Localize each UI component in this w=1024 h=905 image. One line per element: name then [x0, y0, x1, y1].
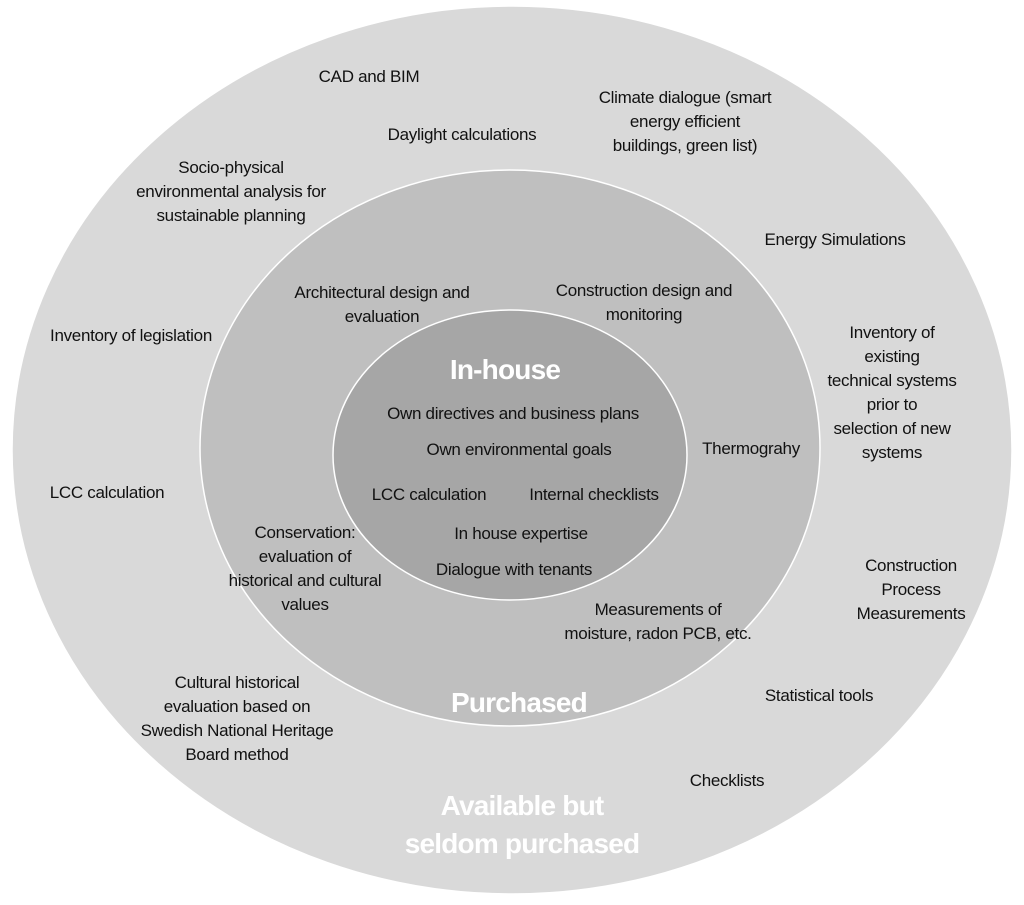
middle-item-thermography: Thermograhy: [702, 439, 800, 458]
inner-item-internal-checklists: Internal checklists: [529, 485, 659, 504]
outer-ring-heading: Available but seldom purchased: [404, 790, 640, 859]
inner-ring: [332, 309, 688, 601]
inner-item-own-environmental-goals: Own environmental goals: [426, 440, 612, 459]
outer-item-cad-bim: CAD and BIM: [318, 67, 420, 86]
outer-item-inventory-existing-systems: Inventory of existing technical systems …: [827, 323, 957, 462]
outer-item-checklists: Checklists: [689, 771, 765, 790]
middle-item-architectural-design: Architectural design and evaluation: [294, 283, 470, 326]
middle-ring-heading: Purchased: [451, 687, 588, 718]
outer-item-climate-dialogue: Climate dialogue (smart energy efficient…: [598, 88, 772, 155]
inner-item-in-house-expertise: In house expertise: [454, 524, 588, 543]
outer-item-cultural-historical: Cultural historical evaluation based on …: [140, 673, 334, 764]
inner-item-lcc-calculation: LCC calculation: [371, 485, 487, 504]
outer-item-energy-simulations: Energy Simulations: [764, 230, 906, 249]
middle-item-measurements-moisture: Measurements of moisture, radon PCB, etc…: [564, 600, 752, 643]
outer-item-daylight-calculations: Daylight calculations: [387, 125, 537, 144]
inner-item-own-directives: Own directives and business plans: [387, 404, 639, 423]
outer-item-construction-process: Construction Process Measurements: [856, 556, 966, 623]
outer-item-statistical-tools: Statistical tools: [764, 686, 874, 705]
middle-item-conservation: Conservation: evaluation of historical a…: [228, 523, 382, 614]
inner-item-dialogue-with-tenants: Dialogue with tenants: [435, 560, 593, 579]
middle-item-construction-design: Construction design and monitoring: [555, 281, 733, 324]
outer-item-lcc-calculation: LCC calculation: [49, 483, 165, 502]
outer-item-socio-physical: Socio-physical environmental analysis fo…: [136, 158, 326, 225]
outer-item-inventory-legislation: Inventory of legislation: [50, 326, 212, 345]
inner-ring-heading: In-house: [449, 354, 561, 385]
